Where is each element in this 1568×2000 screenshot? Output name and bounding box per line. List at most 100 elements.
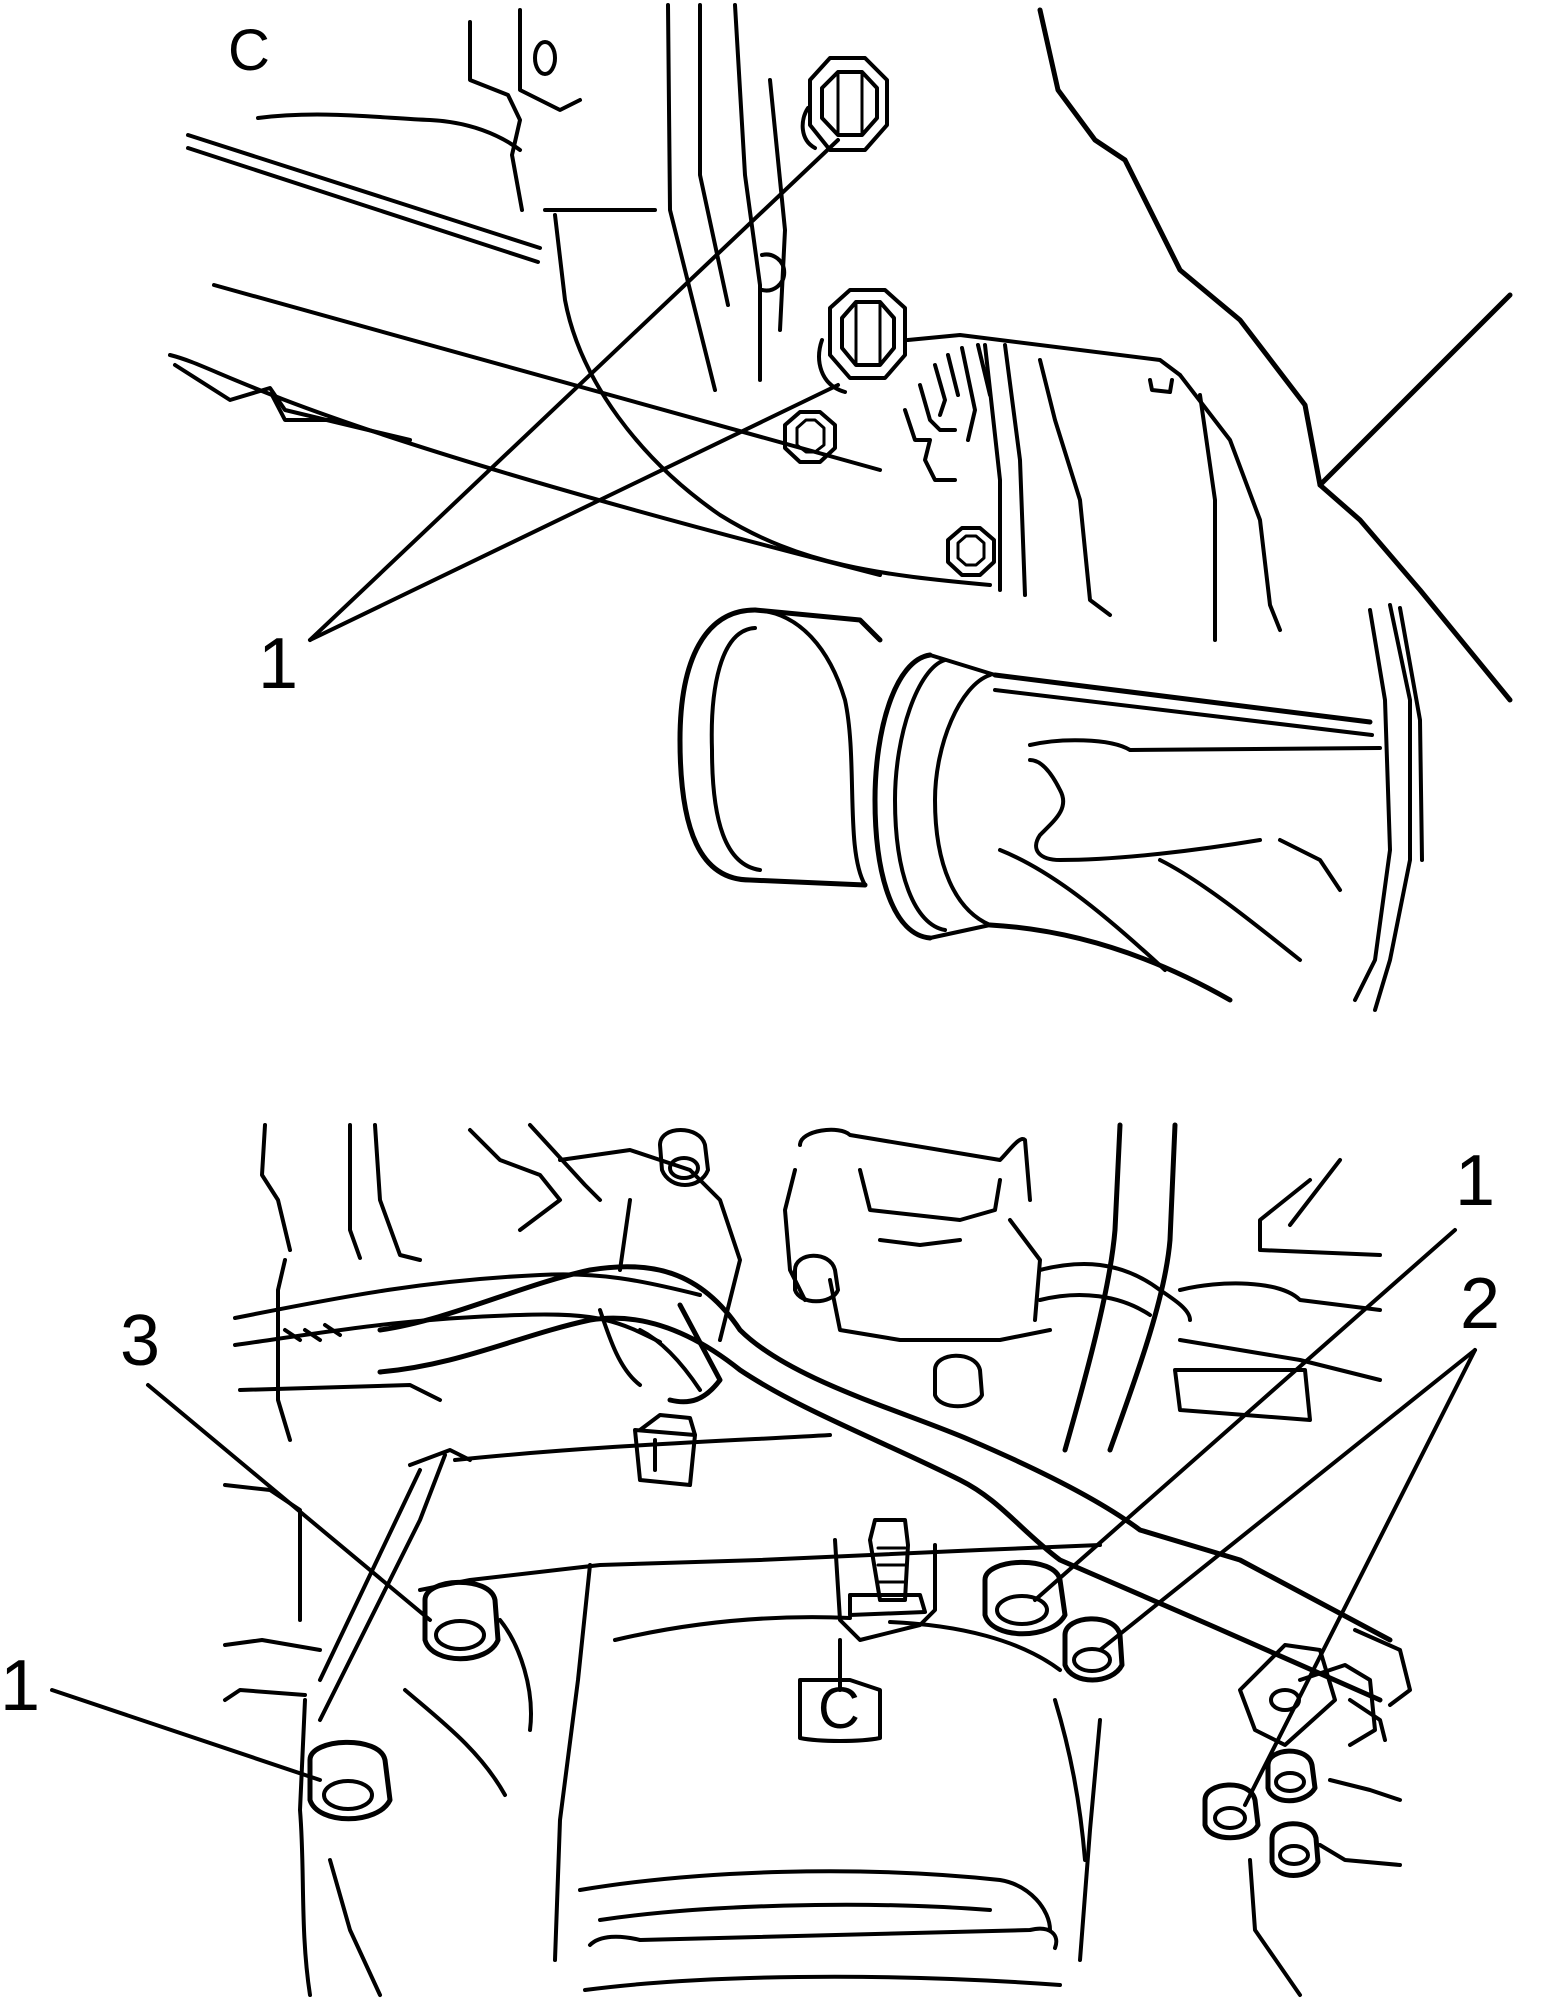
right-nut-2 [1265,1748,1318,1804]
boot-inner-2 [709,626,762,872]
boot-top [752,607,883,643]
right-nut-1 [1202,1782,1261,1841]
upper-arm-4 [618,1198,632,1272]
case-left-top [318,1453,447,1722]
upper-bracket-left-3 [373,1123,422,1262]
lower-left-bracket-2 [223,1688,307,1702]
tailshaft-right-wall [1353,608,1392,1002]
center-tab [798,1678,882,1743]
case-rib-2 [888,1620,1062,1672]
case-rib-5 [1053,1698,1087,1862]
lower-mount-bolt [817,288,907,394]
upper-mount-bolt [800,56,889,152]
case-bolt-left-upper [422,1579,501,1662]
valve-body-inner [858,1168,1002,1222]
frame-rail-lower-2 [168,353,882,577]
mount-fin-3 [946,353,960,397]
crossmember-diagonal [1037,7,1513,703]
collar-top [928,653,997,677]
collar-mid [893,658,947,932]
top-callout-1-leader-a [308,138,840,642]
mount-fin-4 [960,346,977,442]
far-right-arm-1 [1258,1178,1382,1257]
channel-4 [768,78,787,332]
pan-inner [598,1902,992,1922]
case-rib-4 [403,1688,507,1797]
bottom-callout-2-leader-a [1098,1348,1477,1652]
case-top-edge [453,1433,832,1462]
bottom-callout-3: 3 [120,1301,160,1381]
plate-hole [760,252,787,293]
far-right-arm-2 [1288,1158,1342,1227]
tailshaft-right-wall-2 [1373,603,1412,1012]
boot-inner [753,608,867,887]
collar-bottom [928,923,992,940]
harness-left-top [233,1272,702,1320]
lower-left-side-3 [238,1383,442,1402]
pan-bottom [583,1974,1062,1992]
case-left-edge [318,1468,422,1682]
harness-left-bottom [233,1312,662,1347]
lower-left-edge [298,1698,312,1997]
top-stud [658,1128,710,1187]
valve-bolt-right [933,1353,984,1409]
bottom-view: C [0,1122,1500,1997]
case-rib-1 [613,1615,852,1642]
right-lower-edge-2 [1318,1843,1402,1867]
upper-bracket-left-2 [348,1123,362,1260]
top-view: C [168,3,1513,1012]
tube-rib-5 [1278,838,1342,892]
case-bolt-center [982,1559,1068,1637]
valve-body-bottom [828,1278,1052,1342]
right-fitting-cluster [1238,1628,1412,1747]
upper-arm-3 [558,1148,742,1342]
mount-fin-1 [918,383,957,432]
collar-inner [933,673,992,927]
frame-rail-upper-2 [186,146,540,264]
channel-3 [733,3,762,382]
housing-top-edge [256,112,522,152]
bottom-callout-1-left-leader [50,1688,322,1782]
housing-notch [468,20,524,212]
bottom-callout-1-right-leader [1033,1228,1457,1602]
main-harness-top [377,1264,1393,1643]
upper-arm-2 [528,1123,602,1202]
far-right-arm-3 [1178,1281,1382,1312]
channel-1 [666,3,717,392]
tailshaft-right-wall-3 [1398,606,1424,862]
lower-left-bracket [223,1638,322,1652]
right-cross-pipe [1038,1262,1192,1322]
frame-rail-upper [186,133,542,250]
harness-clip [667,1302,723,1405]
housing-tab [518,8,582,112]
housing-slot [533,40,557,76]
crossmember-inner [1178,373,1282,632]
far-right-arm-4 [1178,1338,1382,1382]
lower-left-edge-2 [328,1858,382,1997]
boot-outer [677,607,868,888]
valve-body-right [1008,1218,1042,1322]
tube-bottom-edge [987,922,1233,1003]
right-pipe-left [1062,1122,1123,1453]
case-center-left [553,1563,592,1962]
harness-ties [283,1323,342,1342]
tube-top-edge-2 [993,688,1374,737]
case-left-flange [408,1448,472,1467]
tube-top-edge [992,672,1373,725]
center-plug [833,1518,937,1692]
plate-nut-right [946,526,996,577]
valve-body-detail [878,1238,962,1247]
case-center-right [1078,1718,1102,1962]
tube-rib-4 [1158,858,1302,962]
valve-body-top [798,1127,1032,1202]
tube-rib-1 [1028,738,1382,752]
top-c-mark: C [228,18,270,83]
right-nut-3 [1269,1821,1321,1878]
mount-bracket-body [906,333,1182,377]
valve-body-left [783,1168,807,1302]
channel-2 [698,3,730,307]
lower-left-side-2 [276,1258,292,1442]
lower-left-side [223,1483,302,1622]
crossmember-inner-2 [1198,393,1217,642]
case-bolt-left-lower [307,1739,393,1822]
